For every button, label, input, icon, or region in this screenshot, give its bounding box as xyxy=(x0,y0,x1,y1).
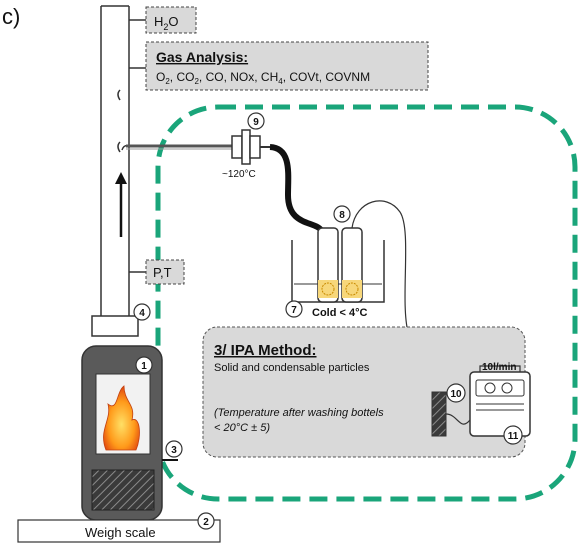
marker-9: 9 xyxy=(247,112,265,130)
temp-120-label: ~120°C xyxy=(222,169,256,180)
ipa-method-note-1: (Temperature after washing bottels xyxy=(214,407,384,419)
marker-7: 7 xyxy=(285,300,303,318)
svg-text:10: 10 xyxy=(450,389,462,400)
svg-text:11: 11 xyxy=(508,431,519,442)
gas-analysis-box: Gas Analysis: O2, CO2, CO, NOx, CH4, COV… xyxy=(145,41,429,91)
pump-meter xyxy=(469,365,531,437)
svg-text:H2O: H2O xyxy=(154,14,179,32)
stove xyxy=(81,345,178,521)
svg-text:8: 8 xyxy=(339,210,345,221)
marker-8: 8 xyxy=(333,205,351,223)
marker-1: 1 xyxy=(135,356,153,374)
final-filter xyxy=(431,391,471,437)
marker-4: 4 xyxy=(133,303,151,321)
ipa-method-note-2: < 20°C ± 5) xyxy=(214,422,270,434)
marker-3: 3 xyxy=(165,440,183,458)
svg-text:9: 9 xyxy=(253,117,259,128)
gas-analysis-list: O2, CO2, CO, NOx, CH4, COVt, COVNM xyxy=(156,70,370,86)
h2o-box: H2O xyxy=(145,6,197,34)
marker-2: 2 xyxy=(197,512,215,530)
svg-text:7: 7 xyxy=(291,305,297,316)
svg-text:3: 3 xyxy=(171,445,177,456)
flame-icon xyxy=(103,385,140,451)
flow-label: 10l/min xyxy=(482,362,516,373)
weigh-scale: Weigh scale xyxy=(17,519,221,543)
marker-10: 10 xyxy=(446,383,466,403)
svg-text:1: 1 xyxy=(141,361,147,372)
filter-holder xyxy=(231,129,270,165)
svg-text:P,T: P,T xyxy=(153,265,172,280)
sampling-boundary xyxy=(155,104,578,502)
svg-text:4: 4 xyxy=(139,308,145,319)
heated-line xyxy=(269,144,325,234)
chimney xyxy=(100,5,130,316)
gas-analysis-title: Gas Analysis: xyxy=(156,49,248,65)
svg-text:2: 2 xyxy=(203,517,209,528)
panel-letter: c) xyxy=(2,4,20,29)
pt-box: P,T xyxy=(145,259,185,285)
ipa-method-title: 3/ IPA Method: xyxy=(214,342,317,359)
ipa-method-subtitle: Solid and condensable particles xyxy=(214,362,370,374)
impinger-bath xyxy=(291,227,385,303)
cold-label: Cold < 4°C xyxy=(312,307,367,319)
chimney-collar xyxy=(91,315,139,337)
svg-text:Weigh scale: Weigh scale xyxy=(85,525,156,540)
marker-11: 11 xyxy=(503,425,523,445)
sampling-probe xyxy=(121,144,232,151)
